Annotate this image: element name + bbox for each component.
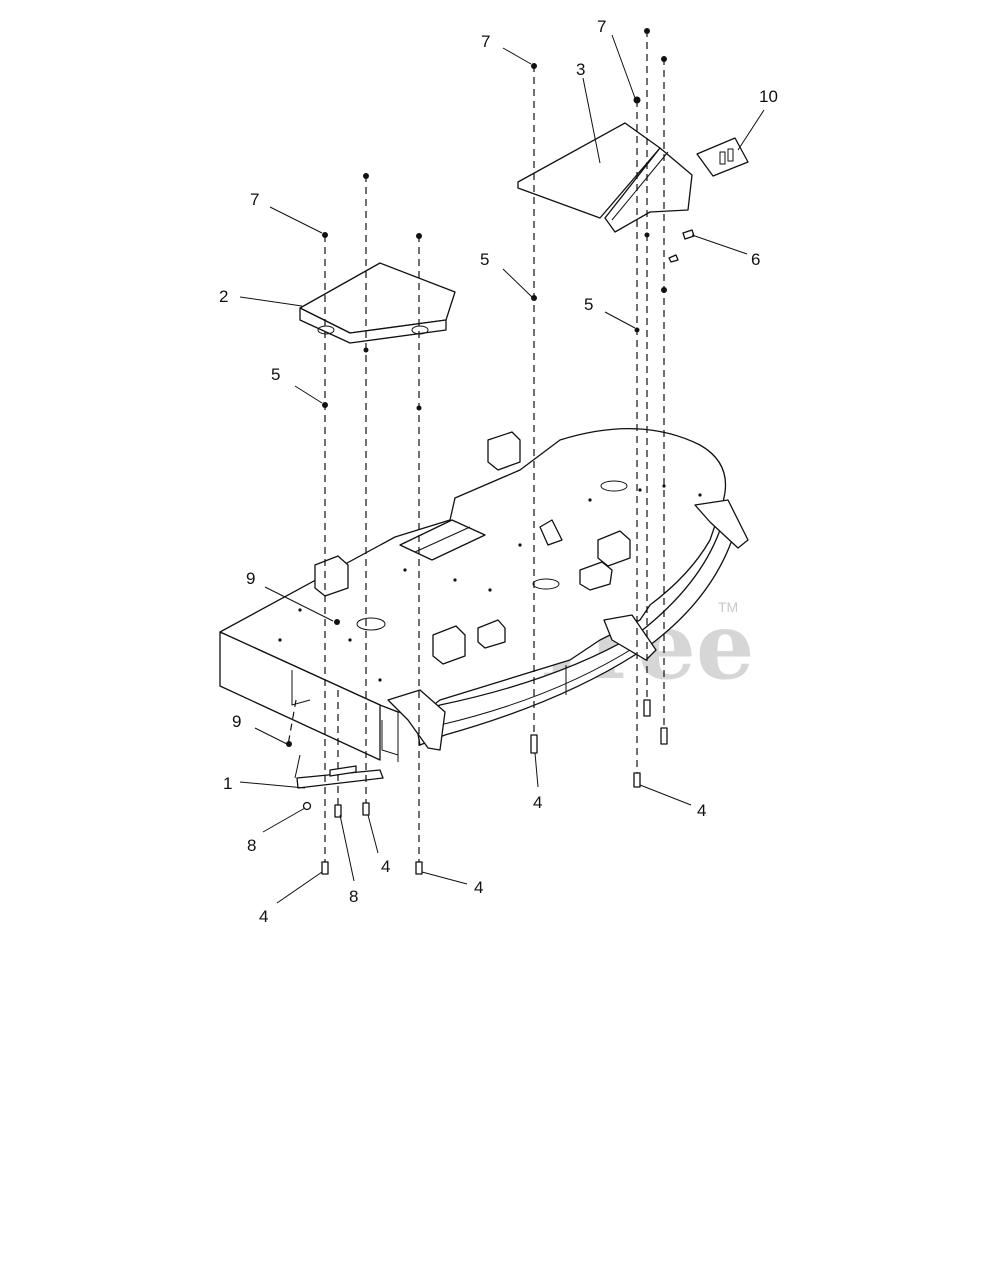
callout-10: 10 xyxy=(759,87,778,106)
mower-deck xyxy=(219,427,749,762)
callout-7-left: 7 xyxy=(250,190,259,209)
watermark-trademark: TM xyxy=(718,599,738,615)
callout-4-center: 4 xyxy=(474,878,483,897)
callout-5-center: 5 xyxy=(480,250,489,269)
callout-4-left: 4 xyxy=(259,907,268,926)
part-3-right-chute-cover xyxy=(517,122,693,233)
hardware-axis-lines xyxy=(287,30,665,870)
callout-5-right: 5 xyxy=(584,295,593,314)
callout-9-lower: 9 xyxy=(232,712,241,731)
part-2-left-cover xyxy=(299,262,456,344)
callout-labels: 1 2 3 4 4 4 4 4 5 5 5 6 7 7 7 8 8 9 9 10 xyxy=(219,17,778,926)
callout-8-right: 8 xyxy=(349,887,358,906)
part-10-decal xyxy=(696,137,749,177)
callout-7-center: 7 xyxy=(481,32,490,51)
callout-6: 6 xyxy=(751,250,760,269)
callout-4-center-right: 4 xyxy=(533,793,542,812)
callout-9-upper: 9 xyxy=(246,569,255,588)
callout-3: 3 xyxy=(576,60,585,79)
part-6-clip xyxy=(668,229,695,263)
callout-5-left: 5 xyxy=(271,365,280,384)
callout-2: 2 xyxy=(219,287,228,306)
hardware-fasteners xyxy=(286,28,668,875)
part-1-front-bracket xyxy=(294,754,384,789)
callout-leaders xyxy=(239,34,765,904)
callout-4-center-left: 4 xyxy=(381,857,390,876)
callout-4-right: 4 xyxy=(697,801,706,820)
callout-1: 1 xyxy=(223,774,232,793)
callout-7-right: 7 xyxy=(597,17,606,36)
callout-8-left: 8 xyxy=(247,836,256,855)
